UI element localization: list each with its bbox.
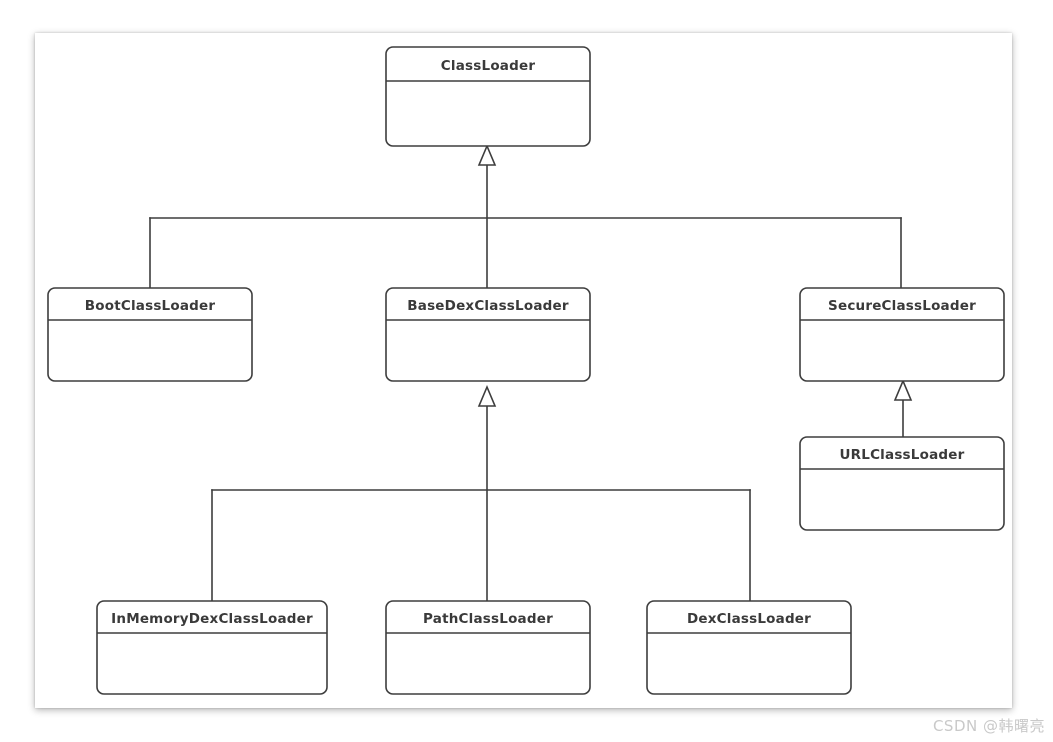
class-box-outline bbox=[385, 46, 591, 147]
class-name-dex-class-loader: DexClassLoader bbox=[687, 611, 811, 627]
class-name-boot-class-loader: BootClassLoader bbox=[85, 298, 216, 314]
connector-group-secure-url bbox=[893, 378, 913, 438]
inheritance-arrowhead-classloader bbox=[477, 143, 497, 166]
class-name-base-dex-class-loader: BaseDexClassLoader bbox=[407, 298, 569, 314]
connector-group-classloader-children bbox=[149, 143, 902, 289]
class-name-path-class-loader: PathClassLoader bbox=[423, 611, 553, 627]
class-box-boot-class-loader[interactable]: BootClassLoader bbox=[47, 287, 253, 382]
csdn-watermark: CSDN @韩曙亮 bbox=[932, 717, 1045, 735]
class-box-outline bbox=[47, 287, 253, 382]
class-box-class-loader[interactable]: ClassLoader bbox=[385, 46, 591, 147]
class-name-class-loader: ClassLoader bbox=[441, 58, 536, 74]
class-box-outline bbox=[799, 436, 1005, 531]
class-box-url-class-loader[interactable]: URLClassLoader bbox=[799, 436, 1005, 531]
class-box-outline bbox=[385, 287, 591, 382]
class-name-secure-class-loader: SecureClassLoader bbox=[828, 298, 976, 314]
class-box-secure-class-loader[interactable]: SecureClassLoader bbox=[799, 287, 1005, 382]
class-box-outline bbox=[385, 600, 591, 695]
class-box-in-memory-dex-class-loader[interactable]: InMemoryDexClassLoader bbox=[96, 600, 328, 695]
inheritance-arrowhead-basedex bbox=[477, 384, 497, 407]
inheritance-arrowhead-secure bbox=[893, 378, 913, 401]
class-box-dex-class-loader[interactable]: DexClassLoader bbox=[646, 600, 852, 695]
class-name-url-class-loader: URLClassLoader bbox=[840, 447, 965, 463]
class-box-outline bbox=[646, 600, 852, 695]
class-box-outline bbox=[799, 287, 1005, 382]
class-name-in-memory-dex-class-loader: InMemoryDexClassLoader bbox=[111, 611, 313, 627]
connector-group-basedex-children bbox=[211, 384, 751, 602]
class-box-base-dex-class-loader[interactable]: BaseDexClassLoader bbox=[385, 287, 591, 382]
class-box-path-class-loader[interactable]: PathClassLoader bbox=[385, 600, 591, 695]
class-box-outline bbox=[96, 600, 328, 695]
